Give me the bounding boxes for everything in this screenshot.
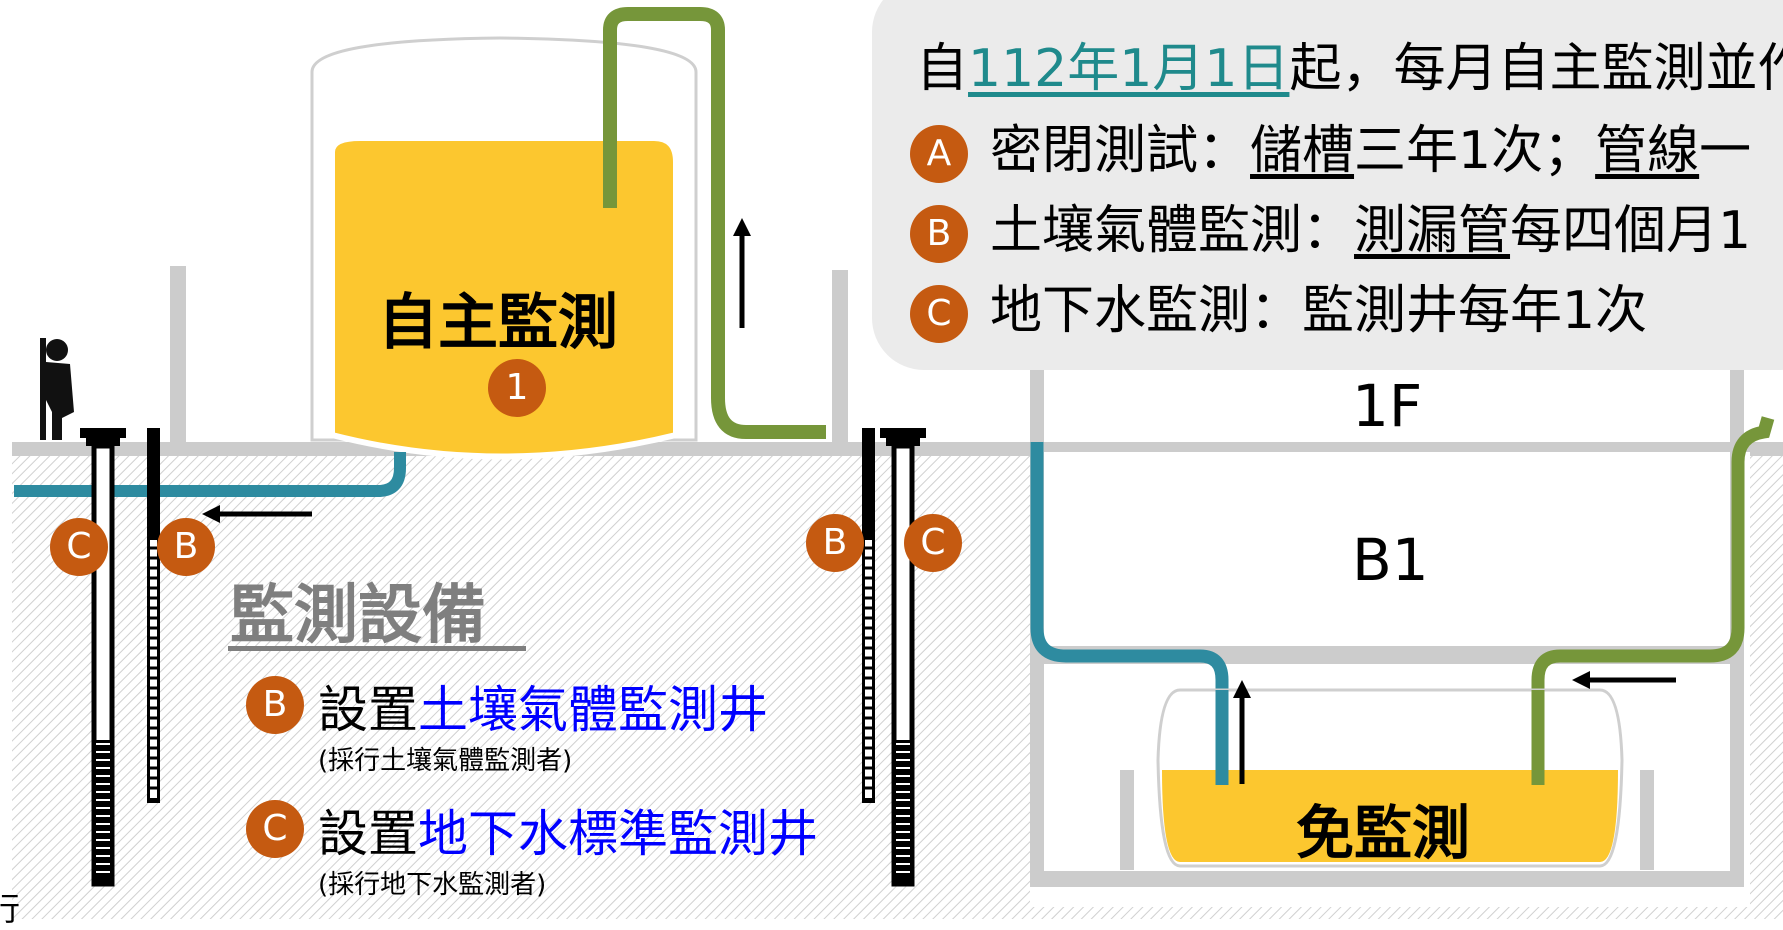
- equipment-title-underline: [228, 646, 526, 651]
- equipment-item-c-note: (採行地下水監測者): [318, 870, 547, 900]
- equipment-item-b-text: 設置土壤氣體監測井: [318, 670, 768, 742]
- schedule-item-a-title: 密閉測試：: [990, 121, 1251, 181]
- green-pipe-building: [1531, 416, 1775, 785]
- schedule-item-b-title: 土壤氣體監測：: [990, 201, 1355, 261]
- schedule-heading-prefix: 自: [916, 39, 969, 99]
- schedule-item-b-badge: B: [910, 205, 968, 263]
- schedule-start-date: 112年1月1日: [968, 39, 1290, 99]
- well-right-soil-gas: [862, 428, 875, 803]
- tank-top-badge: 1: [488, 359, 546, 417]
- schedule-item-a-pipe-rule: 一: [1699, 121, 1752, 181]
- blue-pipe-top: [14, 452, 406, 497]
- post: [832, 270, 848, 446]
- monitoring-schedule-box: 自112年1月1日起，每月自主監測並作 A 密閉測試：儲槽三年1次；管線一 B 土壤…: [872, 0, 1783, 370]
- equipment-item-c-prefix: 設置: [318, 805, 418, 863]
- equipment-item-c-text: 設置地下水標準監測井: [318, 794, 818, 866]
- schedule-heading-suffix: 起，每月自主監測並作: [1289, 39, 1783, 99]
- schedule-item-c-badge: C: [910, 285, 968, 343]
- equipment-title: 監測設備: [230, 579, 486, 653]
- edge-character: 行: [0, 890, 21, 928]
- equipment-item-b-badge: B: [246, 676, 304, 734]
- tank-top-label: 自主監測: [378, 288, 618, 358]
- tank-exempt: [1156, 688, 1624, 868]
- well-badge-left-c: C: [50, 518, 108, 576]
- schedule-item-c: C 地下水監測：監測井每年1次: [882, 268, 1647, 343]
- schedule-item-c-text: 地下水監測：監測井每年1次: [990, 281, 1648, 341]
- schedule-item-b-tube: 測漏管: [1354, 201, 1511, 261]
- well-left-soil-gas: [147, 428, 160, 803]
- equipment-item-b-note: (採行土壤氣體監測者): [318, 746, 573, 776]
- schedule-item-b: B 土壤氣體監測：測漏管每四個月1: [882, 188, 1751, 263]
- equipment-item-c-highlight: 地下水標準監測井: [418, 805, 818, 863]
- tank-self-monitoring: [310, 36, 698, 460]
- well-badge-right-c: C: [904, 514, 962, 572]
- schedule-item-a: A 密閉測試：儲槽三年1次；管線一: [882, 108, 1751, 183]
- equipment-item-b-prefix: 設置: [318, 681, 418, 739]
- blue-pipe-building: [1030, 442, 1229, 785]
- floor-1f-label: 1F: [1352, 372, 1423, 440]
- schedule-item-a-tank-rule: 三年1次；: [1354, 121, 1596, 181]
- floor-b1-label: B1: [1352, 526, 1429, 594]
- post: [170, 266, 186, 446]
- equipment-item-c-badge: C: [246, 800, 304, 858]
- well-badge-left-b: B: [157, 518, 215, 576]
- tank-bottom-label: 免監測: [1296, 799, 1471, 867]
- schedule-item-a-tank: 儲槽: [1250, 121, 1355, 181]
- equipment-item-b-highlight: 土壤氣體監測井: [418, 681, 768, 739]
- green-pipe-top: [603, 7, 826, 439]
- worker-icon: [40, 338, 74, 440]
- schedule-heading: 自112年1月1日起，每月自主監測並作: [916, 26, 1783, 101]
- schedule-item-b-rule: 每四個月1: [1510, 201, 1752, 261]
- well-badge-right-b: B: [806, 514, 864, 572]
- schedule-item-a-badge: A: [910, 125, 968, 183]
- schedule-item-a-pipe: 管線: [1595, 121, 1700, 181]
- flow-arrows: [202, 218, 1676, 784]
